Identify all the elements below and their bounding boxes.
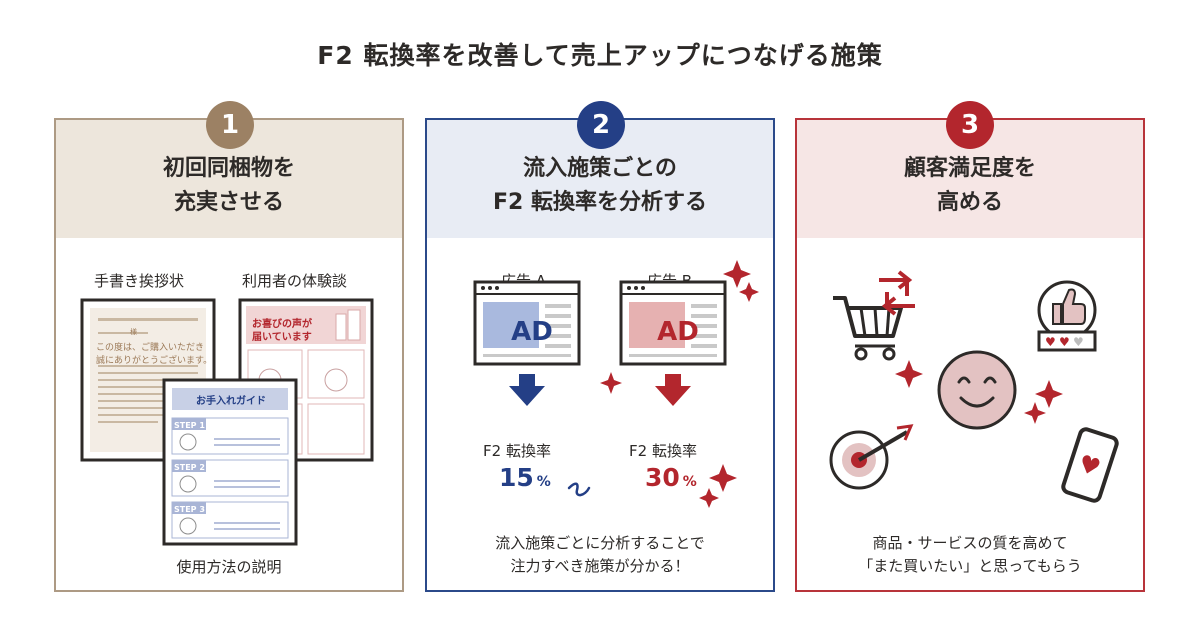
svg-text:♥: ♥: [1059, 335, 1070, 349]
step-3-label: STEP 3: [174, 505, 205, 514]
ad-a-rate-label: F2 転換率: [483, 442, 551, 460]
label-usage-guide: 使用方法の説明: [176, 558, 282, 576]
sparkle-icon: [1024, 402, 1046, 424]
letter-message: この度は、ご購入いただき 誠にありがとうございます。: [96, 343, 213, 366]
sparkle-icon: [600, 372, 622, 394]
sparkle-icon: [723, 260, 751, 288]
review-sheet-title: お喜びの声が 届いています: [252, 319, 312, 343]
ad-comparison-illustration: [473, 260, 759, 508]
sparkle-icon: [739, 282, 759, 302]
card-footer-text: 商品・サービスの質を高めて 「また買いたい」と思ってもらう: [858, 534, 1082, 575]
sparkle-icon: [709, 464, 737, 492]
ad-b-text: AD: [657, 317, 699, 347]
step-2-label: STEP 2: [174, 463, 205, 472]
thumbs-up-icon: ♥ ♥ ♥: [1037, 280, 1097, 352]
step-badge-2: 2: [577, 101, 625, 149]
ad-b-rate-value: 30%: [645, 463, 697, 492]
satisfaction-illustration: ♥ ♥ ♥ ♥: [829, 270, 1119, 503]
arrow-down-icon: [655, 374, 691, 406]
label-handwritten-letter: 手書き挨拶状: [94, 272, 185, 290]
ad-a-text: AD: [511, 317, 553, 347]
step-badge-1: 1: [206, 101, 254, 149]
page-title: F2 転換率を改善して売上アップにつなげる施策: [317, 41, 883, 70]
smartphone-heart-icon: ♥: [1061, 427, 1119, 503]
sparkle-icon: [699, 488, 719, 508]
arrow-down-icon: [509, 374, 545, 406]
repeat-arrows-icon: [879, 270, 915, 316]
step-1-label: STEP 1: [174, 421, 205, 430]
card-bundled-items: 初回同梱物を 充実させる 手書き挨拶状 利用者の体験談 様 この度は、ご購入いた…: [54, 118, 404, 592]
care-guide-title: お手入れガイド: [196, 396, 266, 407]
card-heading: 初回同梱物を 充実させる: [162, 156, 295, 215]
letter-salutation: 様: [130, 328, 137, 336]
target-icon: [829, 424, 914, 490]
card-channel-analysis: 流入施策ごとの F2 転換率を分析する 広告 A 広告 B: [425, 118, 775, 592]
smiley-face-icon: [937, 350, 1017, 430]
card-customer-satisfaction: 顧客満足度を 高める: [795, 118, 1145, 592]
care-guide-illustration: [162, 378, 298, 546]
ad-b-rate-label: F2 転換率: [629, 442, 697, 460]
card-footer-text: 流入施策ごとに分析することで 注力すべき施策が分かる！: [495, 534, 705, 575]
sparkle-icon: [895, 360, 923, 388]
svg-text:♥: ♥: [1073, 335, 1084, 349]
sparkle-icon: [1035, 380, 1063, 408]
card-heading: 流入施策ごとの F2 転換率を分析する: [493, 156, 707, 215]
card-heading: 顧客満足度を 高める: [903, 156, 1036, 215]
step-badge-3: 3: [946, 101, 994, 149]
svg-text:♥: ♥: [1045, 335, 1056, 349]
label-user-reviews: 利用者の体験談: [242, 272, 348, 290]
ad-a-rate-value: 15%: [499, 463, 551, 492]
sweat-mark-icon: [567, 482, 591, 497]
